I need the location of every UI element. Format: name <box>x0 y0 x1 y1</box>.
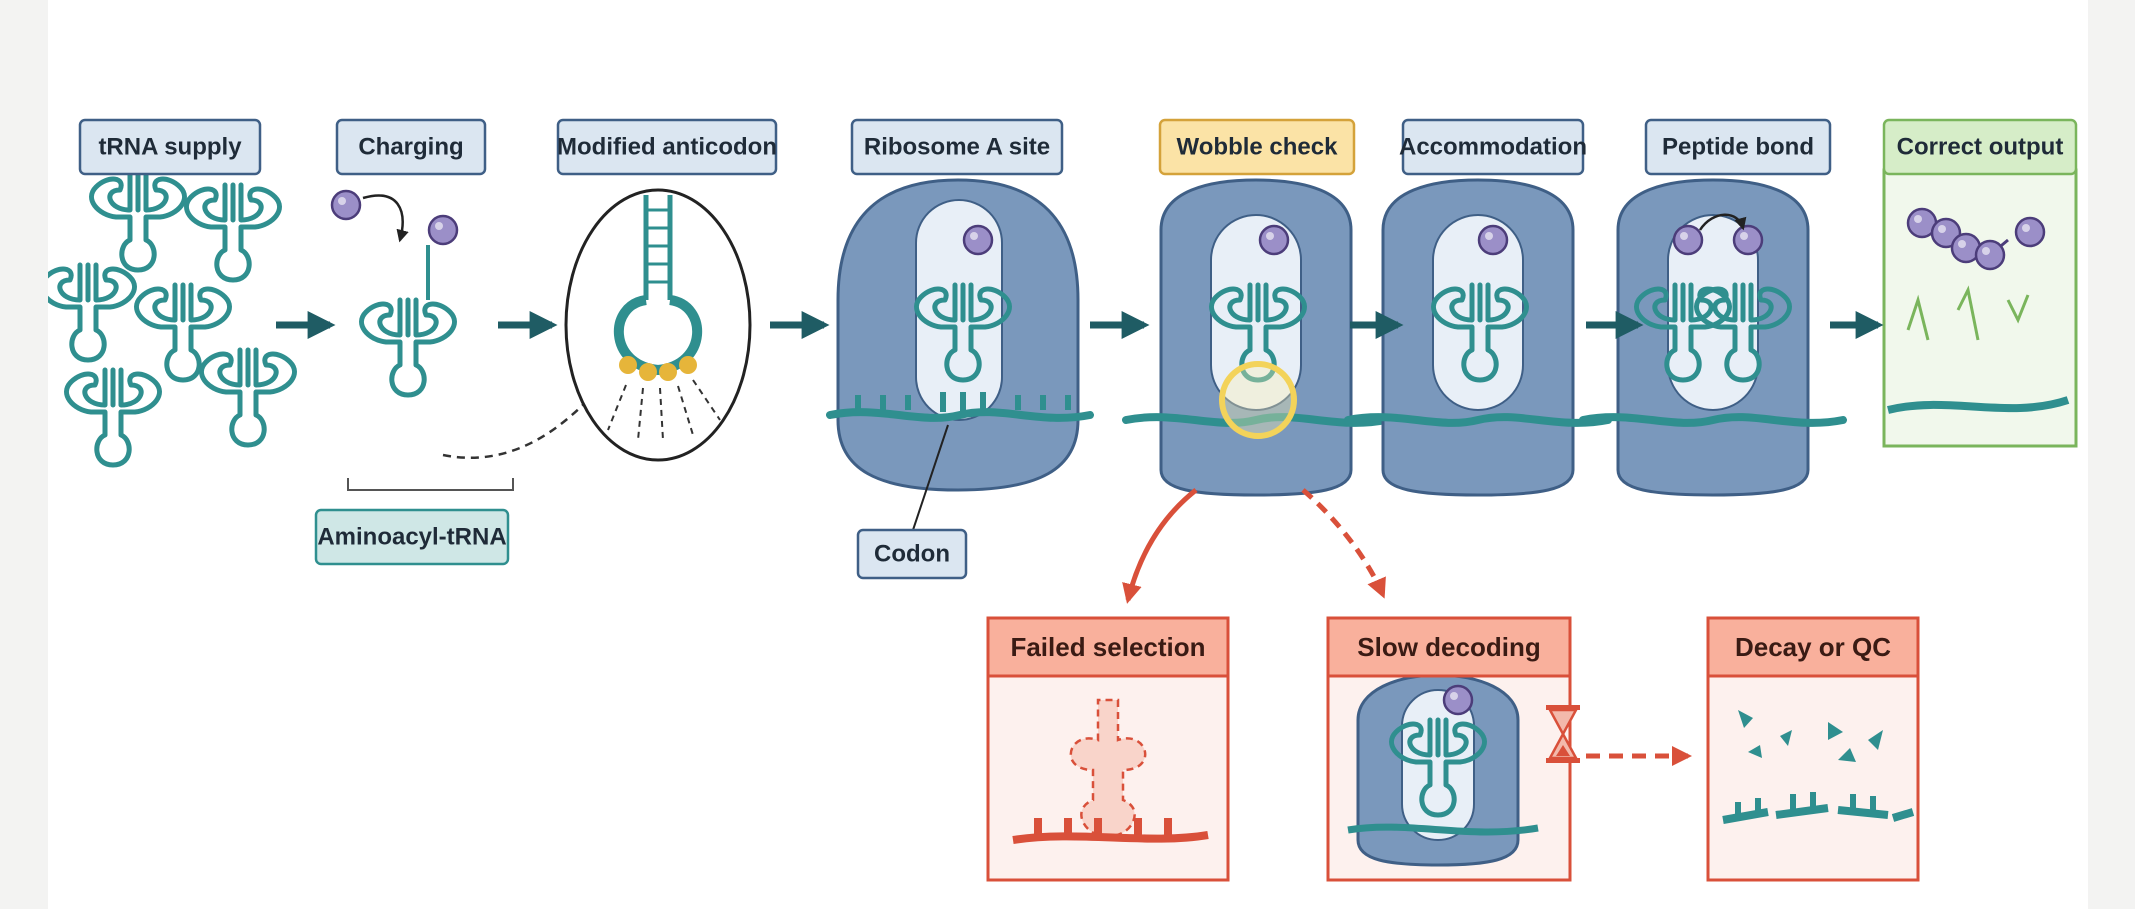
anticodon-zoom <box>564 188 752 462</box>
diagram-canvas: tRNA supply Charging Modified anticodon … <box>48 0 2088 909</box>
step-label-charging: Charging <box>335 118 487 176</box>
step-label-correct-output: Correct output <box>1882 118 2078 176</box>
trna-decoding-diagram: tRNA supply Charging Modified anticodon … <box>48 118 2078 882</box>
svg-text:Accommodation: Accommodation <box>1399 134 1587 161</box>
svg-text:Modified anticodon: Modified anticodon <box>557 134 777 161</box>
svg-text:Wobble check: Wobble check <box>1177 134 1339 161</box>
svg-text:Slow decoding: Slow decoding <box>1357 632 1540 662</box>
svg-text:Codon: Codon <box>874 541 950 568</box>
flow-arrows <box>276 311 1884 766</box>
svg-text:Failed selection: Failed selection <box>1010 632 1205 662</box>
charging-illustration <box>330 189 594 491</box>
svg-text:Aminoacyl-tRNA: Aminoacyl-tRNA <box>317 524 506 551</box>
failure-label-decay-or-qc: Decay or QC <box>1706 616 1920 678</box>
svg-text:Correct output: Correct output <box>1897 134 2064 161</box>
accommodation <box>1348 178 1608 497</box>
svg-text:Ribosome A site: Ribosome A site <box>864 134 1050 161</box>
wobble-check <box>1126 178 1386 604</box>
hourglass-icon <box>1546 705 1580 763</box>
step-label-peptide-bond: Peptide bond <box>1644 118 1832 176</box>
failure-label-slow-decoding: Slow decoding <box>1326 616 1572 678</box>
svg-text:tRNA supply: tRNA supply <box>98 134 242 161</box>
svg-text:Decay or QC: Decay or QC <box>1735 632 1891 662</box>
step-label-ribosome-a-site: Ribosome A site <box>850 118 1064 176</box>
step-label-wobble-check: Wobble check <box>1158 118 1356 176</box>
failure-label-failed-selection: Failed selection <box>986 616 1230 678</box>
step-label-tRNA-supply: tRNA supply <box>78 118 262 176</box>
peptide-bond <box>1583 178 1843 497</box>
ribosome-a-site <box>830 178 1090 531</box>
trna-supply-cluster <box>48 175 294 465</box>
svg-text:Charging: Charging <box>358 134 463 161</box>
step-label-accommodation: Accommodation <box>1399 118 1587 176</box>
correct-output-panel <box>1882 168 2078 448</box>
step-label-modified-anticodon: Modified anticodon <box>556 118 778 176</box>
annotation-codon: Codon <box>856 528 968 580</box>
svg-text:Peptide bond: Peptide bond <box>1662 134 1814 161</box>
annotation-aminoacyl-trna: Aminoacyl-tRNA <box>314 508 510 566</box>
